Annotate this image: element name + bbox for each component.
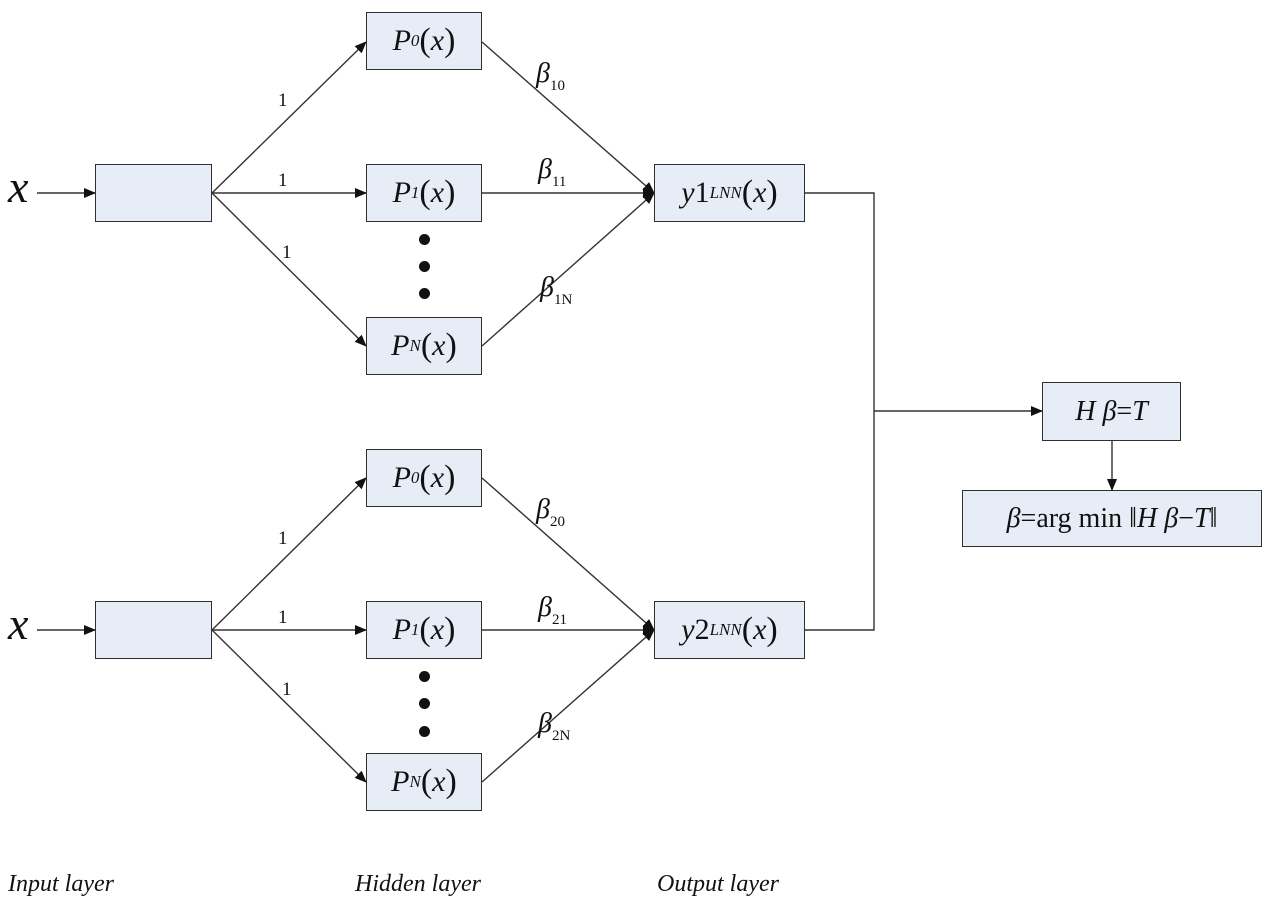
input-x-top: x <box>8 161 29 212</box>
arrow-input-to-pn-top <box>211 192 367 347</box>
ellipsis-dot <box>419 671 430 682</box>
arrow-p0-to-y1 <box>481 41 655 194</box>
arrow-pn-to-y2 <box>481 629 655 783</box>
arrow-input-to-p0-bottom <box>211 477 367 631</box>
beta-label-20: β20 <box>536 494 565 530</box>
arrow-pn-to-y1 <box>481 192 655 347</box>
equation-beta-argmin: β = arg min ‖H β − T‖ <box>962 490 1262 547</box>
equation-h-beta-t: H β=T <box>1042 382 1181 441</box>
beta-label-11: β11 <box>538 154 567 190</box>
beta-label-2n: β2N <box>538 708 571 744</box>
ellipsis-dot <box>419 261 430 272</box>
weight-label: 1 <box>282 242 292 263</box>
beta-label-1n: β1N <box>540 272 573 308</box>
weight-label: 1 <box>278 528 288 549</box>
beta-label-21: β21 <box>538 592 567 628</box>
ellipsis-dot <box>419 698 430 709</box>
weight-label: 1 <box>278 90 288 111</box>
arrow-p0-to-y2 <box>481 477 655 631</box>
wire-y1-to-junction <box>805 192 875 631</box>
output-layer-label: Output layer <box>657 871 779 897</box>
ellipsis-dot <box>419 288 430 299</box>
input-node-top <box>95 164 212 222</box>
ellipsis-dot <box>419 726 430 737</box>
ellipsis-dot <box>419 234 430 245</box>
input-node-bottom <box>95 601 212 659</box>
arrow-input-to-pn-bottom <box>211 629 367 783</box>
beta-label-10: β10 <box>536 58 565 94</box>
input-x-bottom: x <box>8 598 29 649</box>
weight-label: 1 <box>278 607 288 628</box>
arrow-input-to-p0-top <box>211 41 367 194</box>
weight-label: 1 <box>282 679 292 700</box>
weight-label: 1 <box>278 170 288 191</box>
hidden-layer-label: Hidden layer <box>355 871 481 897</box>
input-layer-label: Input layer <box>8 871 114 897</box>
